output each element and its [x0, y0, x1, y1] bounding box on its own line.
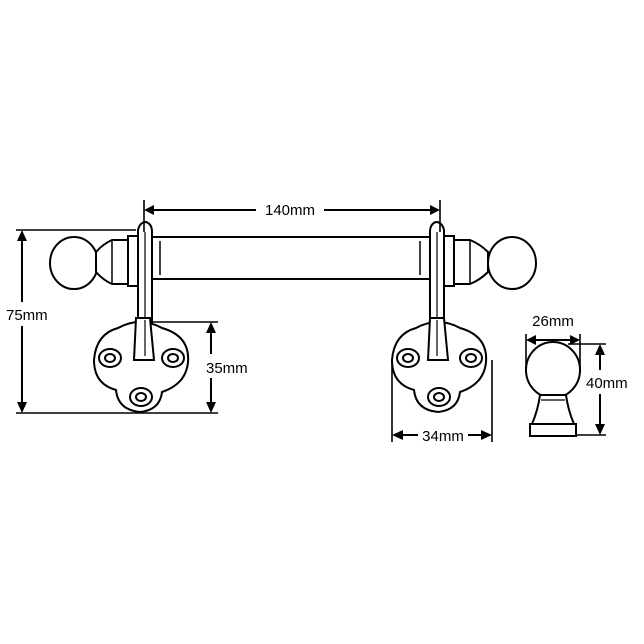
right-mounting-plate: [390, 317, 488, 414]
knob-detail: [525, 341, 581, 437]
rail-bar: [149, 236, 431, 280]
dimension-knob-diameter: 26mm: [525, 313, 581, 372]
dim-label-knob-diameter: 26mm: [532, 313, 574, 330]
dimension-plate-height: 35mm: [140, 321, 248, 414]
dim-label-height: 75mm: [6, 307, 48, 324]
dimension-length: 140mm: [143, 200, 441, 232]
dimension-height: 75mm: [6, 229, 140, 414]
left-finial: [49, 235, 139, 290]
dim-label-plate-height: 35mm: [206, 360, 248, 377]
dim-label-length: 140mm: [265, 202, 315, 219]
right-finial: [443, 235, 537, 290]
rail-assembly: [49, 220, 537, 414]
dimension-knob-height: 40mm: [568, 343, 628, 436]
dim-label-plate-width: 34mm: [422, 428, 464, 445]
left-mounting-plate: [92, 317, 190, 414]
dim-label-knob-height: 40mm: [586, 375, 628, 392]
dimension-plate-width: 34mm: [391, 360, 493, 445]
